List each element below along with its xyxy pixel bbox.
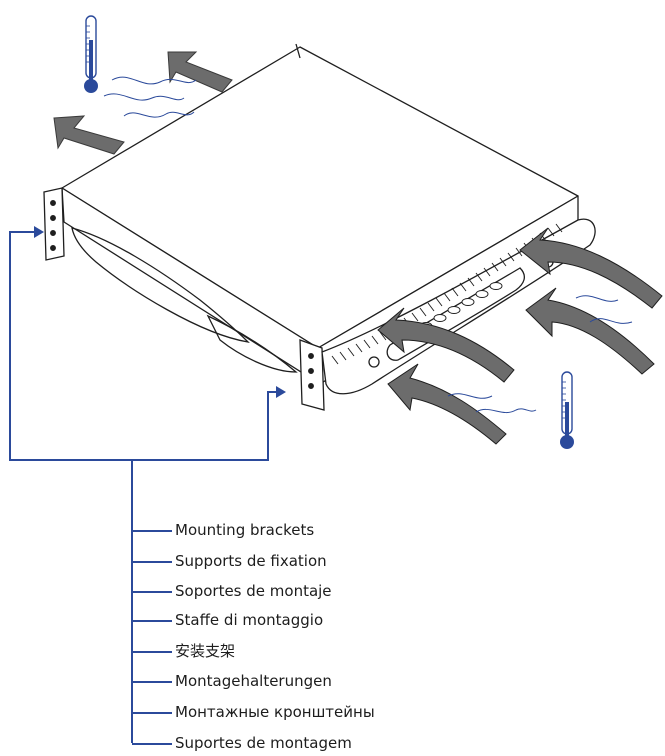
airflow-arrow-icon [519, 227, 663, 309]
airflow-arrow-icon [377, 307, 515, 383]
label-chinese: 安装支架 [175, 642, 236, 660]
chassis-edge [295, 43, 301, 59]
mounting-bracket-right [299, 339, 325, 411]
callout-ticks [132, 530, 172, 745]
airflow-arrow-icon [525, 287, 655, 375]
airflow-arrow-icon [53, 115, 125, 155]
label-russian: Монтажные кронштейны [175, 703, 375, 721]
label-german: Montagehalterungen [175, 672, 332, 690]
callout-lines [9, 226, 286, 743]
air-wave-icon [103, 76, 633, 414]
side-vent-cutouts [71, 227, 298, 373]
thermometer-icon [84, 15, 98, 93]
thermometer-icon [560, 371, 574, 449]
label-english: Mounting brackets [175, 521, 315, 539]
label-italian: Staffe di montaggio [175, 611, 324, 629]
label-french: Supports de fixation [175, 552, 327, 570]
airflow-arrow-icon [387, 363, 507, 445]
airflow-arrow-icon [167, 51, 233, 93]
label-portuguese: Suportes de montagem [175, 734, 352, 752]
label-spanish: Soportes de montaje [175, 582, 332, 600]
mounting-bracket-left [43, 187, 65, 261]
